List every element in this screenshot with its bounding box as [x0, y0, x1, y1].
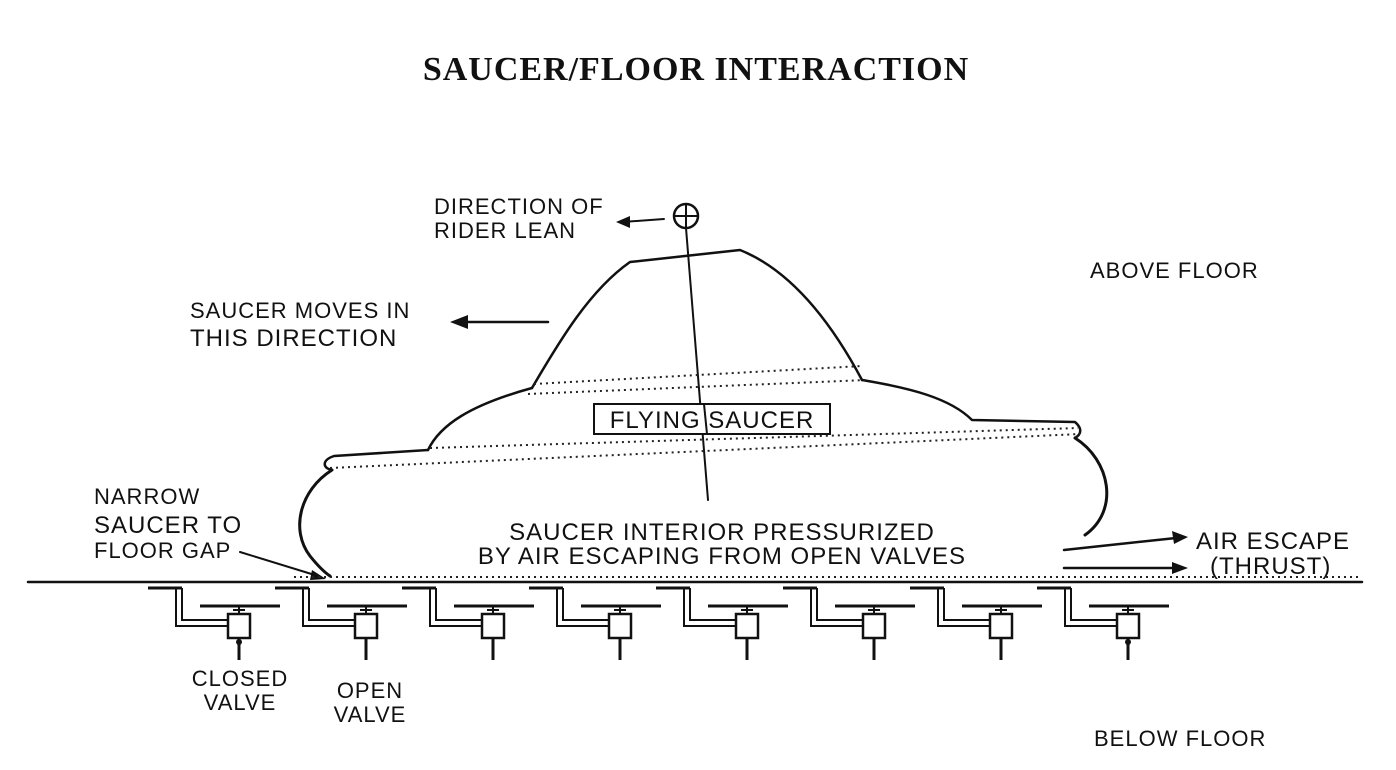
rider-center-line: [685, 227, 709, 501]
air-escape-arrows-icon: [1062, 531, 1188, 574]
narrow-gap-label-2: SAUCER TO: [94, 512, 242, 539]
interior-pressure-label-1: SAUCER INTERIOR PRESSURIZED: [509, 519, 935, 546]
closed-valve-icon: [1037, 586, 1169, 660]
narrow-gap-label-3: FLOOR GAP: [94, 538, 231, 563]
floor-surface: [26, 576, 1364, 584]
valve-row: [148, 586, 1169, 660]
saucer-moves-label-2: THIS DIRECTION: [190, 325, 397, 352]
open-valve-icon: [402, 586, 534, 660]
above-floor-label: ABOVE FLOOR: [1090, 258, 1259, 283]
rider-lean-label-1: DIRECTION OF: [434, 194, 604, 219]
open-valve-label-2: VALVE: [334, 702, 407, 727]
narrow-gap-pointer-icon: [239, 551, 326, 580]
rider-lean-indicator-icon: [672, 202, 709, 501]
interior-pressure-label-2: BY AIR ESCAPING FROM OPEN VALVES: [478, 543, 966, 570]
closed-valve-label-1: CLOSED: [192, 666, 288, 691]
open-valve-icon: [656, 586, 788, 660]
rider-lean-label-2: RIDER LEAN: [434, 218, 576, 243]
closed-valve-icon: [148, 586, 280, 660]
air-escape-label: AIR ESCAPE: [1196, 528, 1350, 555]
narrow-gap-label-1: NARROW: [94, 484, 200, 509]
closed-valve-label-2: VALVE: [204, 690, 277, 715]
diagram-title: SAUCER/FLOOR INTERACTION: [423, 51, 969, 88]
open-valve-icon: [783, 586, 915, 660]
flying-saucer-label: FLYING SAUCER: [610, 407, 815, 434]
thrust-label: (THRUST): [1210, 553, 1331, 580]
saucer-moves-label-1: SAUCER MOVES IN: [190, 298, 410, 323]
saucer-movement-arrow-icon: [450, 315, 550, 329]
flying-saucer-body: [298, 248, 1109, 578]
rider-lean-arrow-icon: [616, 216, 665, 228]
open-valve-icon: [910, 586, 1042, 660]
open-valve-icon: [529, 586, 661, 660]
open-valve-icon: [275, 586, 407, 660]
open-valve-label-1: OPEN: [337, 678, 403, 703]
flying-saucer-label-box: FLYING SAUCER: [593, 403, 831, 435]
below-floor-label: BELOW FLOOR: [1094, 726, 1266, 751]
